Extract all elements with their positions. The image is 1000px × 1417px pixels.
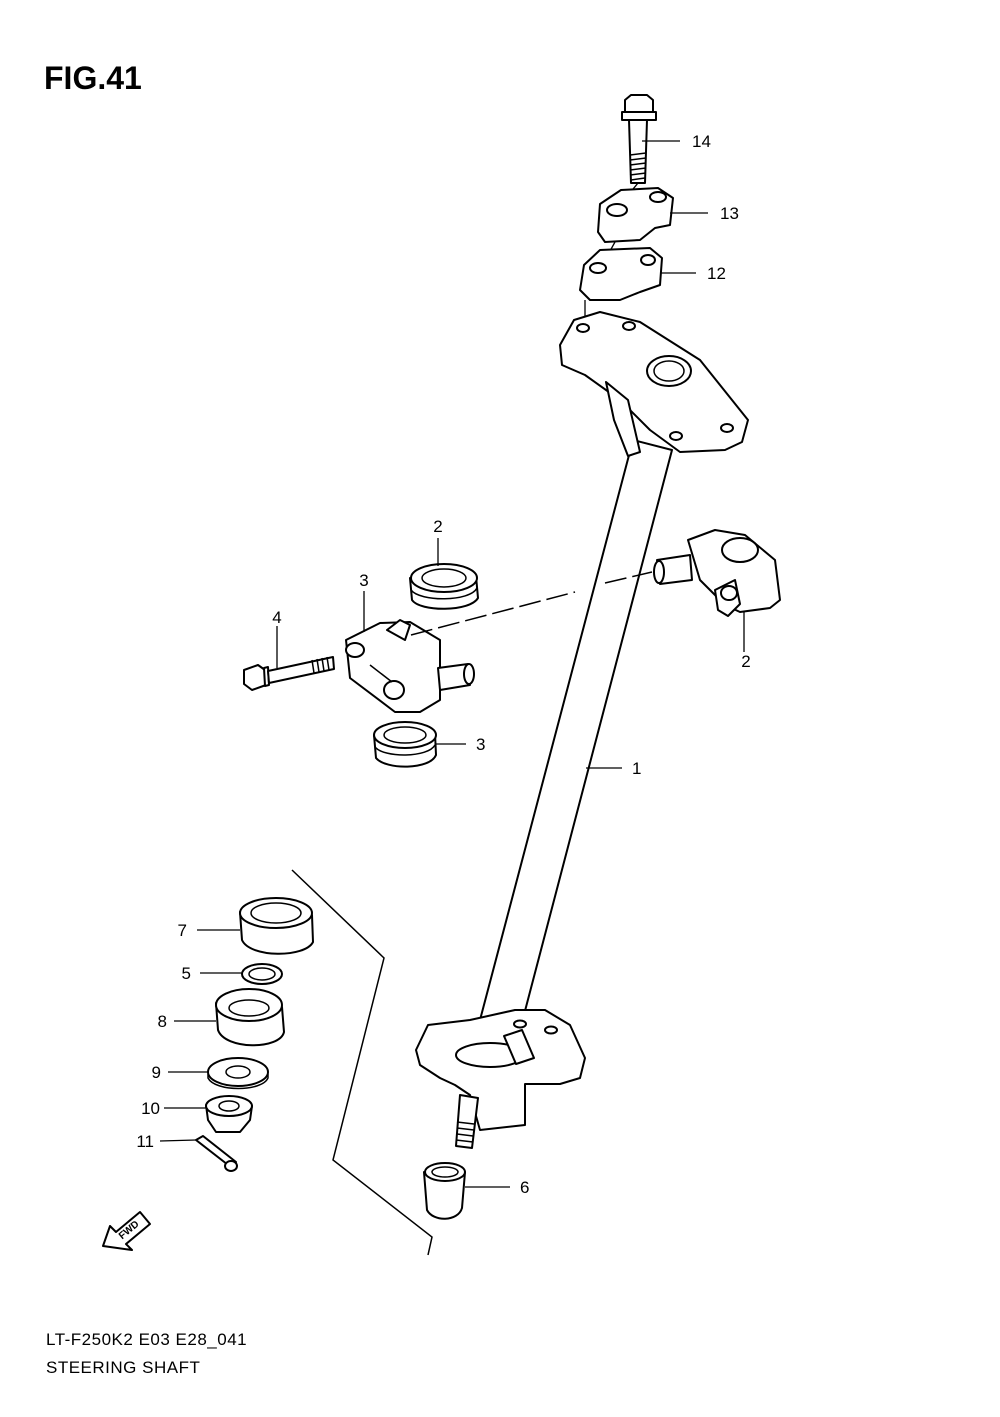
- part-14-bolt: [619, 94, 657, 206]
- callout-label: 10: [141, 1099, 160, 1118]
- callout-label: 12: [707, 264, 726, 283]
- part-7-seal: [239, 897, 314, 955]
- part-2-bushing-upper: [409, 563, 479, 610]
- callout-label: 3: [476, 735, 485, 754]
- diagram-name: STEERING SHAFT: [46, 1358, 201, 1377]
- part-8-bearing: [215, 988, 285, 1047]
- callout-label: 7: [178, 921, 187, 940]
- part-1-steering-shaft: [415, 311, 749, 1149]
- callout-labels: 14 13 12 2 3 4 3 2 1 7 5 8 9 10 11 6: [136, 132, 750, 1197]
- callout-label: 3: [359, 571, 368, 590]
- leader-lines: [159, 140, 745, 1188]
- part-4-bolt: [243, 656, 335, 691]
- callout-label: 2: [741, 652, 750, 671]
- fwd-arrow-icon: FWD: [102, 1211, 151, 1251]
- callout-label: 11: [136, 1132, 154, 1151]
- callout-label: 6: [520, 1178, 529, 1197]
- figure-title: FIG.41: [44, 60, 142, 96]
- part-11-cotter-pin: [195, 1135, 238, 1172]
- model-code: LT-F250K2 E03 E28_041: [46, 1330, 248, 1349]
- part-12-lower-clamp: [579, 247, 663, 330]
- callout-label: 9: [152, 1063, 161, 1082]
- callout-label: 5: [182, 964, 191, 983]
- callout-label: 8: [158, 1012, 167, 1031]
- callout-label: 14: [692, 132, 711, 151]
- part-3-holder-right: [653, 529, 781, 617]
- callout-label: 4: [272, 608, 281, 627]
- part-2-bushing-lower: [373, 721, 437, 768]
- part-3-holder-left: [345, 619, 475, 713]
- part-10-nut: [205, 1095, 253, 1133]
- part-9-washer: [207, 1057, 269, 1090]
- lower-parts-group-outline: [291, 869, 433, 1256]
- assembly-lines: [410, 571, 653, 636]
- part-6-bushing: [423, 1162, 466, 1220]
- part-5-o-ring: [241, 963, 283, 985]
- callout-label: 13: [720, 204, 739, 223]
- callout-label: 2: [433, 517, 442, 536]
- part-13-upper-clamp: [597, 187, 674, 261]
- callout-label: 1: [632, 759, 641, 778]
